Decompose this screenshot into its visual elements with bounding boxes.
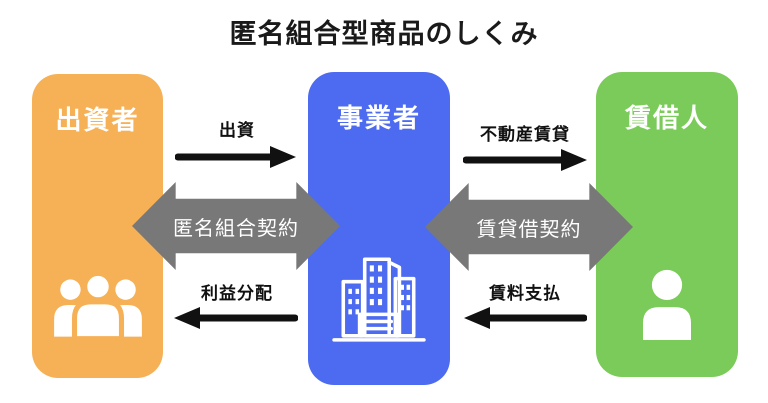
- left-arrow-icon: [463, 304, 588, 337]
- page-title: 匿名組合型商品のしくみ: [229, 19, 539, 49]
- contract-label-anonymous-partnership: 匿名組合契約: [173, 217, 299, 240]
- contract-arrow-lease: 賃貸借契約: [425, 183, 633, 271]
- right-arrow-icon: [174, 143, 297, 176]
- right-arrow-icon: [462, 146, 588, 179]
- people-group-icon: [49, 269, 147, 352]
- contract-arrow-anonymous-partnership: 匿名組合契約: [132, 182, 340, 270]
- node-operator-label: 事業者: [336, 103, 421, 133]
- node-tenant-label: 賃借人: [624, 103, 709, 133]
- flow-label-rent-payment: 賃料支払: [489, 284, 561, 303]
- left-arrow-icon: [173, 304, 299, 337]
- node-investor-label: 出資者: [55, 105, 140, 135]
- flow-label-real-estate-lease: 不動産賃貸: [480, 125, 570, 144]
- contract-label-lease: 賃貸借契約: [476, 218, 582, 241]
- flow-label-profit-distribution: 利益分配: [201, 284, 273, 303]
- flow-label-investment: 出資: [219, 121, 255, 140]
- buildings-icon: [330, 248, 428, 351]
- person-icon: [635, 267, 699, 347]
